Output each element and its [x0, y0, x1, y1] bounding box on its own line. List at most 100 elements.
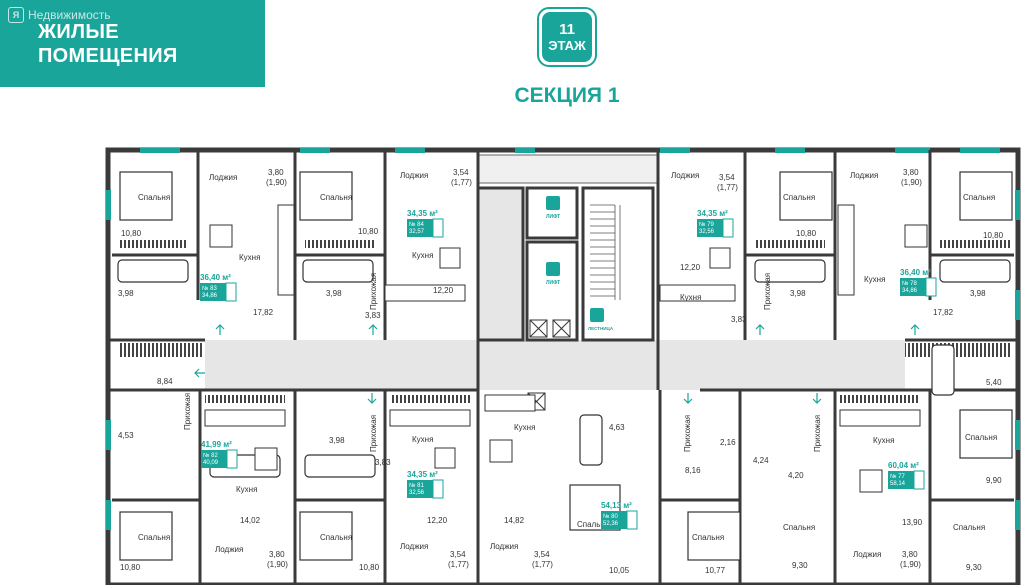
svg-text:13,90: 13,90 — [902, 518, 923, 527]
svg-text:(1,90): (1,90) — [901, 178, 922, 187]
svg-text:32,57: 32,57 — [409, 229, 425, 235]
svg-text:17,82: 17,82 — [933, 308, 954, 317]
svg-text:Прихожая: Прихожая — [763, 273, 772, 310]
svg-text:Спальня: Спальня — [138, 193, 170, 202]
svg-text:3,54: 3,54 — [719, 173, 735, 182]
svg-text:9,30: 9,30 — [792, 561, 808, 570]
dimension-labels: 3,80 (1,90) 3,54 (1,77) 3,54 (1,77) 3,80… — [118, 168, 1004, 575]
svg-text:3,83: 3,83 — [731, 315, 747, 324]
svg-text:Лоджия: Лоджия — [209, 173, 237, 182]
svg-text:2,16: 2,16 — [720, 438, 736, 447]
svg-text:(1,90): (1,90) — [900, 560, 921, 569]
svg-text:34,86: 34,86 — [202, 293, 218, 299]
svg-text:4,20: 4,20 — [788, 471, 804, 480]
svg-text:10,80: 10,80 — [796, 229, 817, 238]
svg-text:4,63: 4,63 — [609, 423, 625, 432]
svg-text:8,16: 8,16 — [685, 466, 701, 475]
brand: Я Недвижимость — [8, 7, 111, 23]
svg-text:№ 82: № 82 — [203, 452, 218, 459]
apartment-badge-78[interactable]: 36,40 м² № 78 34,86 — [900, 268, 937, 297]
svg-text:10,77: 10,77 — [705, 566, 726, 575]
apartment-badge-84[interactable]: 34,35 м² № 84 32,57 — [407, 209, 444, 238]
svg-text:Лоджия: Лоджия — [850, 171, 878, 180]
entrance-arrows — [194, 324, 920, 404]
svg-text:Лоджия: Лоджия — [490, 542, 518, 551]
radiators — [118, 240, 1010, 403]
svg-text:3,83: 3,83 — [375, 458, 391, 467]
apartment-badge-82[interactable]: 41,99 м² № 82 40,09 — [201, 440, 238, 469]
svg-text:10,05: 10,05 — [609, 566, 630, 575]
svg-text:Лоджия: Лоджия — [215, 545, 243, 554]
lift-shaft — [476, 186, 525, 342]
radiator — [118, 343, 203, 357]
svg-text:Спальня: Спальня — [320, 193, 352, 202]
apartment-badge-79[interactable]: 34,35 м² № 79 32,56 — [697, 209, 734, 238]
svg-text:14,82: 14,82 — [504, 516, 525, 525]
svg-text:34,35 м²: 34,35 м² — [697, 209, 728, 218]
svg-text:32,56: 32,56 — [699, 229, 715, 235]
svg-text:10,80: 10,80 — [359, 563, 380, 572]
svg-text:34,35 м²: 34,35 м² — [407, 209, 438, 218]
stairs-icon — [590, 308, 604, 322]
svg-text:Лоджия: Лоджия — [400, 542, 428, 551]
svg-text:3,80: 3,80 — [269, 550, 285, 559]
svg-text:10,80: 10,80 — [120, 563, 141, 572]
brand-logo-icon: Я — [8, 7, 24, 23]
svg-text:Прихожая: Прихожая — [369, 415, 378, 452]
svg-text:36,40 м²: 36,40 м² — [200, 273, 231, 282]
svg-text:36,40 м²: 36,40 м² — [900, 268, 931, 277]
corridor — [205, 340, 905, 390]
svg-text:9,30: 9,30 — [966, 563, 982, 572]
svg-text:Прихожая: Прихожая — [683, 415, 692, 452]
svg-text:Лоджия: Лоджия — [400, 171, 428, 180]
header-panel: Я Недвижимость ЖИЛЫЕ ПОМЕЩЕНИЯ — [0, 0, 265, 87]
svg-text:Лоджия: Лоджия — [671, 171, 699, 180]
svg-text:3,54: 3,54 — [450, 550, 466, 559]
section-title: СЕКЦИЯ 1 — [514, 84, 620, 107]
svg-text:№ 79: № 79 — [699, 221, 714, 228]
svg-text:3,83: 3,83 — [365, 311, 381, 320]
svg-text:Прихожая: Прихожая — [183, 393, 192, 430]
svg-text:Прихожая: Прихожая — [813, 415, 822, 452]
svg-text:(1,77): (1,77) — [717, 183, 738, 192]
svg-text:№ 81: № 81 — [409, 482, 424, 489]
svg-text:12,20: 12,20 — [680, 263, 701, 272]
svg-text:41,99 м²: 41,99 м² — [201, 440, 232, 449]
apartment-badge-80[interactable]: 54,13 м² № 80 52,36 — [601, 501, 638, 530]
apartment-badge-83[interactable]: 36,40 м² № 83 34,86 — [200, 273, 237, 302]
svg-text:14,02: 14,02 — [240, 516, 261, 525]
svg-text:Кухня: Кухня — [873, 436, 894, 445]
svg-text:3,98: 3,98 — [329, 436, 345, 445]
svg-text:Спальня: Спальня — [577, 520, 609, 529]
apartment-badge-81[interactable]: 34,35 м² № 81 32,56 — [407, 470, 444, 499]
svg-text:17,82: 17,82 — [253, 308, 274, 317]
svg-text:Спальня: Спальня — [953, 523, 985, 532]
svg-text:Спальня: Спальня — [138, 533, 170, 542]
svg-text:3,54: 3,54 — [453, 168, 469, 177]
svg-text:3,98: 3,98 — [970, 289, 986, 298]
svg-text:3,80: 3,80 — [268, 168, 284, 177]
page-title: ЖИЛЫЕ ПОМЕЩЕНИЯ — [38, 20, 178, 68]
svg-text:Спальня: Спальня — [783, 523, 815, 532]
windows — [106, 148, 1020, 530]
svg-text:Спальня: Спальня — [965, 433, 997, 442]
svg-text:3,98: 3,98 — [118, 289, 134, 298]
svg-text:3,80: 3,80 — [902, 550, 918, 559]
lift-label: ЛИФТ — [546, 214, 560, 220]
svg-text:10,80: 10,80 — [983, 231, 1004, 240]
svg-text:3,54: 3,54 — [534, 550, 550, 559]
svg-text:Кухня: Кухня — [680, 293, 701, 302]
svg-text:8,84: 8,84 — [157, 377, 173, 386]
svg-text:Кухня: Кухня — [239, 253, 260, 262]
apartment-badge-77[interactable]: 60,04 м² № 77 58,14 — [888, 461, 925, 490]
floor-label: ЭТАЖ — [548, 37, 586, 53]
svg-text:32,56: 32,56 — [409, 490, 425, 496]
svg-text:Кухня: Кухня — [514, 423, 535, 432]
svg-text:54,13 м²: 54,13 м² — [601, 501, 632, 510]
dining-tables — [209, 224, 928, 493]
svg-text:9,90: 9,90 — [986, 476, 1002, 485]
svg-text:4,24: 4,24 — [753, 456, 769, 465]
lift-label: ЛИФТ — [546, 280, 560, 286]
svg-text:№ 78: № 78 — [902, 280, 917, 287]
svg-text:(1,77): (1,77) — [448, 560, 469, 569]
